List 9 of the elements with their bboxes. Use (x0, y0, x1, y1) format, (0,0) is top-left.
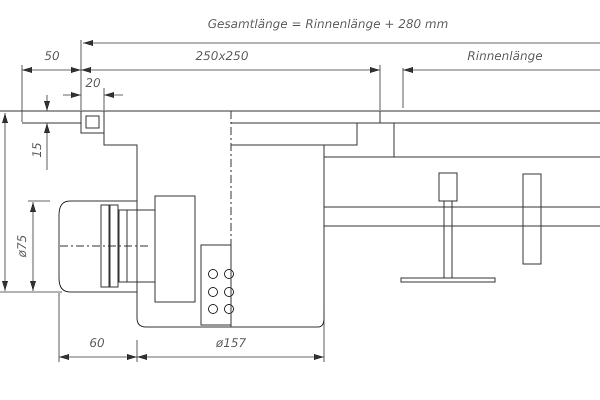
dimension-label: Gesamtlänge = Rinnenlänge + 280 mm (206, 18, 450, 30)
dimension-label: ø157 (214, 337, 248, 349)
dimension-label: 250x250 (194, 50, 250, 62)
dimension-label: Rinnenlänge (465, 50, 545, 62)
dimension-label: 20 (83, 77, 103, 89)
dimension-label: 50 (42, 50, 62, 62)
dimension-label: 15 (31, 140, 43, 160)
dimension-label: ø75 (16, 232, 28, 260)
dimension-label: 60 (87, 337, 107, 349)
